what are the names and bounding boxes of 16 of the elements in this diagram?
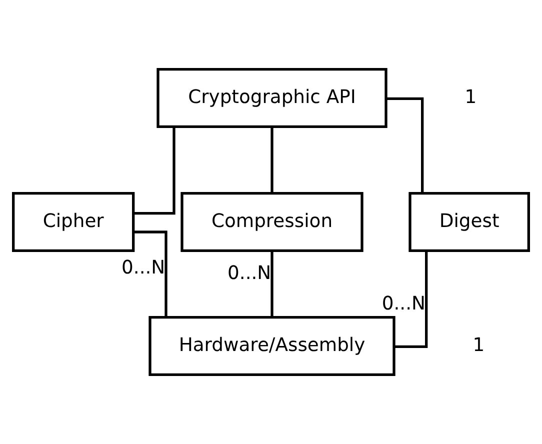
edge-label: 0...N: [228, 262, 272, 284]
connector: [386, 97, 424, 193]
edge-label: 0...N: [122, 257, 166, 278]
label: 1: [472, 334, 485, 356]
connector: [394, 250, 428, 348]
node-box: Hardware/Assembly: [148, 316, 396, 376]
node-box: Cryptographic API: [156, 68, 388, 128]
edge-label: 0...N: [382, 294, 426, 315]
node-box: Compression: [180, 192, 364, 252]
label: 1: [464, 86, 477, 108]
connector: [134, 127, 176, 215]
node-box: Cipher: [12, 192, 135, 252]
node-box: Digest: [408, 192, 530, 252]
connector: [134, 230, 168, 318]
connector: [270, 126, 274, 193]
connector: [270, 250, 274, 317]
